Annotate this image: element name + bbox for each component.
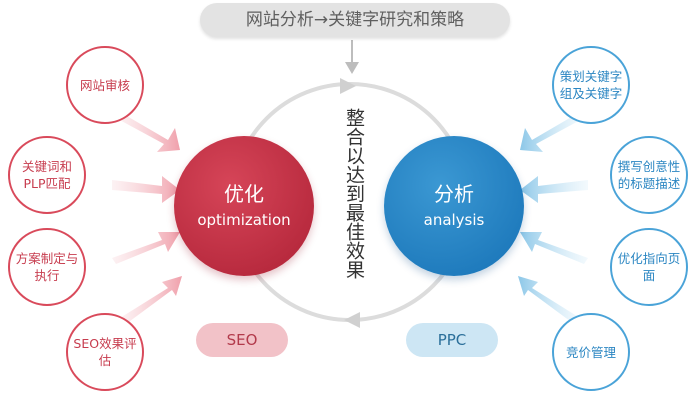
ppc-pill: PPC xyxy=(406,323,498,357)
node-keyword-plp-match: 关键词和PLP匹配 xyxy=(8,136,86,214)
ring-arrowhead-icon xyxy=(344,312,360,328)
analysis-circle: 分析 analysis xyxy=(384,136,524,276)
down-arrow-icon xyxy=(345,62,359,74)
node-plan-execution: 方案制定与执行 xyxy=(8,228,86,306)
optimization-cn-label: 优化 xyxy=(224,182,264,206)
analysis-cn-label: 分析 xyxy=(434,182,474,206)
node-creative-titles: 撰写创意性的标题描述 xyxy=(610,136,688,214)
node-seo-evaluation: SEO效果评估 xyxy=(66,313,144,391)
analysis-en-label: analysis xyxy=(423,211,485,229)
node-website-audit: 网站审核 xyxy=(66,46,144,124)
center-vertical-text: 整合以达到最佳效果 xyxy=(343,108,365,279)
node-keyword-groups: 策划关键字组及关键字 xyxy=(552,46,630,124)
node-landing-pages: 优化指向页面 xyxy=(610,228,688,306)
seo-pill: SEO xyxy=(196,323,288,357)
ring-arrowhead-top-icon xyxy=(340,78,356,94)
optimization-en-label: optimization xyxy=(197,211,291,229)
right-arrows xyxy=(518,112,588,324)
title-banner: 网站分析→关键字研究和策略 xyxy=(200,3,510,37)
node-bid-management: 竞价管理 xyxy=(552,313,630,391)
left-arrows xyxy=(112,112,182,324)
optimization-circle: 优化 optimization xyxy=(174,136,314,276)
